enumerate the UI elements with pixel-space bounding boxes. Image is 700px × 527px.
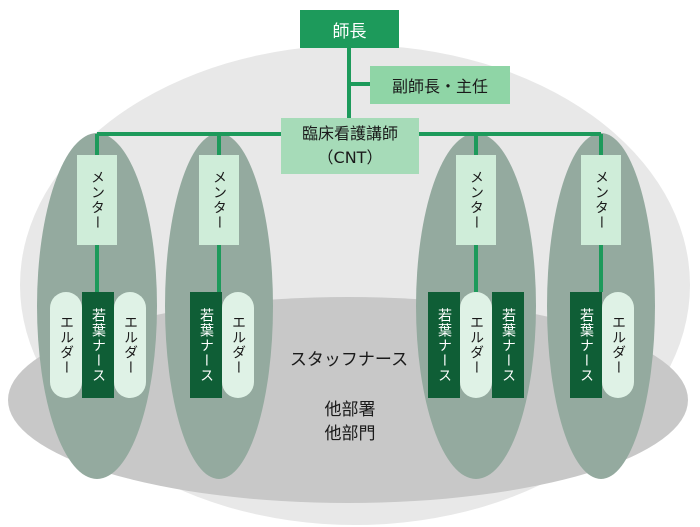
young-nurse-box-4: 若葉ナース <box>570 292 602 398</box>
other-departments-label: 他部署 他部門 <box>300 398 400 446</box>
elder-box-1a: エルダー <box>50 292 82 398</box>
elder-label: エルダー <box>58 315 74 375</box>
mentor-label: メンター <box>593 170 609 230</box>
elder-box-3: エルダー <box>460 292 492 398</box>
young-nurse-label: 若葉ナース <box>90 307 106 383</box>
mentor-box-2: メンター <box>199 155 239 245</box>
head-nurse-label: 師長 <box>332 21 367 42</box>
mentor-label: メンター <box>211 170 227 230</box>
young-nurse-label: 若葉ナース <box>500 307 516 383</box>
young-nurse-box-2: 若葉ナース <box>190 292 222 398</box>
elder-label: エルダー <box>610 315 626 375</box>
deputy-box: 副師長・主任 <box>370 66 510 104</box>
young-nurse-label: 若葉ナース <box>436 307 452 383</box>
mentor-box-1: メンター <box>77 155 117 245</box>
young-nurse-box-1: 若葉ナース <box>82 292 114 398</box>
cnt-label-line2: （CNT） <box>317 148 383 167</box>
mentor-box-4: メンター <box>581 155 621 245</box>
deputy-label: 副師長・主任 <box>391 77 488 96</box>
young-nurse-label: 若葉ナース <box>578 307 594 383</box>
elder-box-4: エルダー <box>602 292 634 398</box>
young-nurse-box-3a: 若葉ナース <box>428 292 460 398</box>
young-nurse-box-3b: 若葉ナース <box>492 292 524 398</box>
elder-label: エルダー <box>230 315 246 375</box>
cnt-box: 臨床看護講師 （CNT） <box>281 118 419 174</box>
elder-label: エルダー <box>468 315 484 375</box>
mentor-label: メンター <box>89 170 105 230</box>
head-nurse-box: 師長 <box>300 10 399 48</box>
cnt-label-line1: 臨床看護講師 <box>301 124 398 143</box>
mentor-box-3: メンター <box>456 155 496 245</box>
elder-label: エルダー <box>122 315 138 375</box>
elder-box-2: エルダー <box>222 292 254 398</box>
other-departments-line2: 他部門 <box>324 424 376 444</box>
mentor-label: メンター <box>468 170 484 230</box>
other-departments-line1: 他部署 <box>324 400 376 420</box>
young-nurse-label: 若葉ナース <box>198 307 214 383</box>
elder-box-1b: エルダー <box>114 292 146 398</box>
staff-nurse-label: スタッフナース <box>289 350 409 370</box>
